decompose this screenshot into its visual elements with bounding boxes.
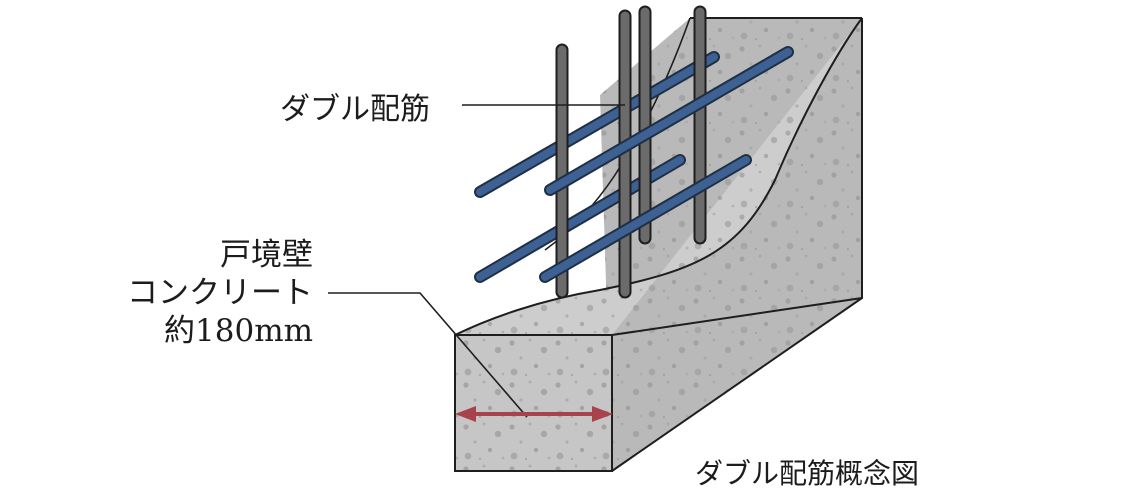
horizontal-rebars-front — [539, 46, 794, 283]
label-double-rebar: ダブル配筋 — [280, 92, 430, 127]
label-party-wall-concrete: 戸境壁 コンクリート 約180mm — [127, 236, 313, 350]
label-thickness: 約180mm — [164, 313, 313, 349]
diagram-caption: ダブル配筋概念図 — [695, 457, 920, 490]
label-concrete: コンクリート — [127, 275, 313, 311]
concrete-wall — [454, 17, 863, 472]
label-party-wall: 戸境壁 — [220, 237, 313, 273]
vertical-rebars — [555, 5, 707, 299]
leader-line-wall-thickness — [328, 292, 528, 418]
thickness-dimension-arrow — [455, 406, 613, 422]
